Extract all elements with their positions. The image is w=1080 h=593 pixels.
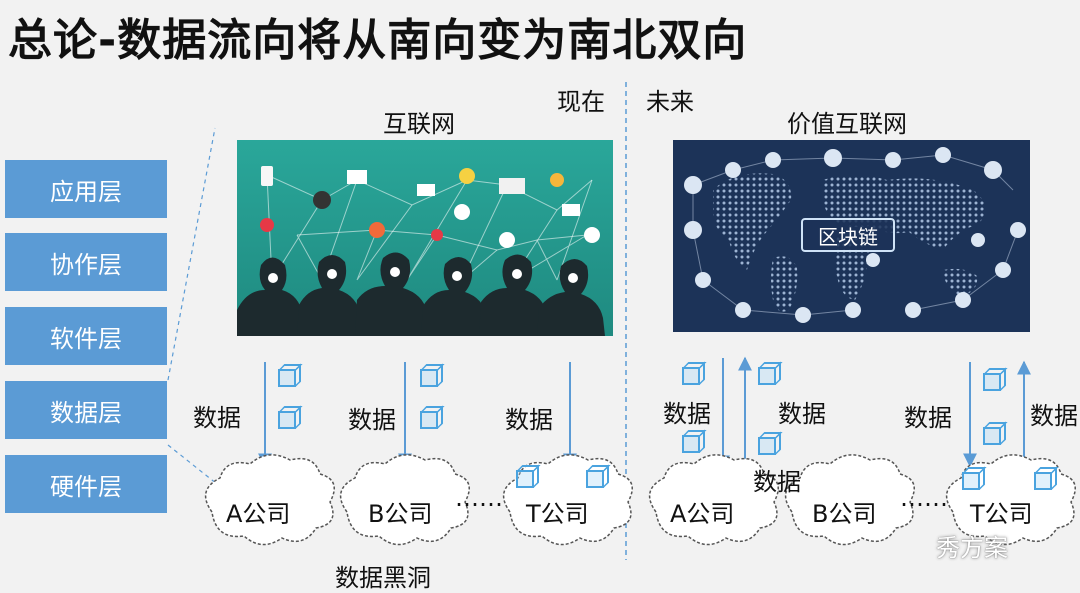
icon-cluster — [260, 166, 600, 248]
shield-icon — [845, 302, 861, 318]
data-cube — [420, 362, 446, 388]
company-right-a: A公司 — [670, 500, 735, 528]
data-cube — [420, 404, 446, 430]
envelope-icon — [562, 204, 580, 216]
connector-bottom — [167, 444, 223, 489]
bulb-icon — [459, 168, 475, 184]
share-icon — [431, 229, 443, 241]
plug-icon — [684, 176, 702, 194]
robot-icon — [735, 302, 751, 318]
cloud-left-b — [339, 454, 470, 546]
doc-icon — [935, 147, 951, 163]
data-label-right-a-up: 数据 — [778, 400, 826, 428]
data-black-hole-caption: 数据黑洞 — [335, 564, 431, 592]
audience-silhouettes — [237, 252, 605, 336]
gear-icon — [313, 191, 331, 209]
data-label-left-a: 数据 — [193, 404, 241, 432]
user-icon — [684, 221, 702, 239]
cart-icon — [971, 233, 985, 247]
monitor-icon — [885, 152, 901, 168]
data-cube — [278, 404, 304, 430]
cloud-left-a — [204, 454, 335, 546]
layer-software: 软件层 — [5, 307, 167, 365]
chat-icon — [866, 253, 880, 267]
data-label-left-t: 数据 — [505, 406, 553, 434]
plane-icon — [824, 149, 842, 167]
chat-icon — [454, 204, 470, 220]
data-cube — [962, 465, 988, 491]
cloud-right-a — [648, 454, 779, 546]
layer-data: 数据层 — [5, 381, 167, 439]
internet-label: 互联网 — [383, 110, 455, 138]
value-internet-label: 价值互联网 — [787, 110, 907, 138]
ellipsis-left: …… — [455, 484, 503, 512]
icon-ring — [684, 147, 1026, 323]
company-left-t: T公司 — [526, 500, 589, 528]
data-cube — [983, 420, 1009, 446]
layer-application: 应用层 — [5, 160, 167, 218]
mail-icon — [1010, 222, 1026, 238]
network-icon — [955, 292, 971, 308]
data-cube — [758, 360, 784, 386]
camera-icon — [725, 162, 741, 178]
data-cube — [1034, 465, 1060, 491]
layer-collaboration: 协作层 — [5, 233, 167, 291]
data-cube — [682, 360, 708, 386]
data-cube — [586, 463, 612, 489]
ellipsis-right: …… — [900, 484, 948, 512]
chart-icon — [369, 222, 385, 238]
data-cube — [983, 366, 1009, 392]
watermark: 秀方案 — [936, 534, 1008, 562]
company-right-t: T公司 — [970, 500, 1033, 528]
laptop-icon — [499, 178, 525, 194]
factory-icon — [795, 307, 811, 323]
data-cube — [516, 463, 542, 489]
printer-icon — [765, 152, 781, 168]
headset-icon — [695, 272, 711, 288]
tablet-icon — [347, 170, 367, 184]
data-label-right-a-down: 数据 — [663, 400, 711, 428]
connector-top — [167, 127, 216, 381]
blockchain-badge: 区块链 — [801, 218, 895, 252]
company-right-b: B公司 — [812, 500, 877, 528]
data-label-right-t-down: 数据 — [904, 404, 952, 432]
company-left-a: A公司 — [226, 500, 291, 528]
data-cube — [682, 428, 708, 454]
shopping-icon — [905, 302, 921, 318]
person-icon — [550, 173, 564, 187]
data-cube — [758, 430, 784, 456]
cloud-upload-icon — [584, 227, 600, 243]
future-label: 未来 — [646, 88, 694, 116]
now-label: 现在 — [557, 88, 605, 116]
phone-icon — [995, 262, 1011, 278]
data-label-right-t-up: 数据 — [1030, 402, 1078, 430]
data-label-left-b: 数据 — [348, 406, 396, 434]
world-map — [713, 173, 985, 312]
play-icon — [260, 218, 274, 232]
data-cube — [278, 362, 304, 388]
page-title: 总论-数据流向将从南向变为南北双向 — [8, 15, 748, 66]
globe-icon — [499, 232, 515, 248]
company-left-b: B公司 — [368, 500, 433, 528]
data-label-right-middle: 数据 — [753, 468, 801, 496]
mail-icon — [417, 184, 435, 196]
cloud-right-b — [784, 454, 915, 546]
layer-hardware: 硬件层 — [5, 455, 167, 513]
handshake-icon — [984, 161, 1002, 179]
internet-illustration — [237, 140, 613, 336]
phone-icon — [261, 166, 273, 186]
